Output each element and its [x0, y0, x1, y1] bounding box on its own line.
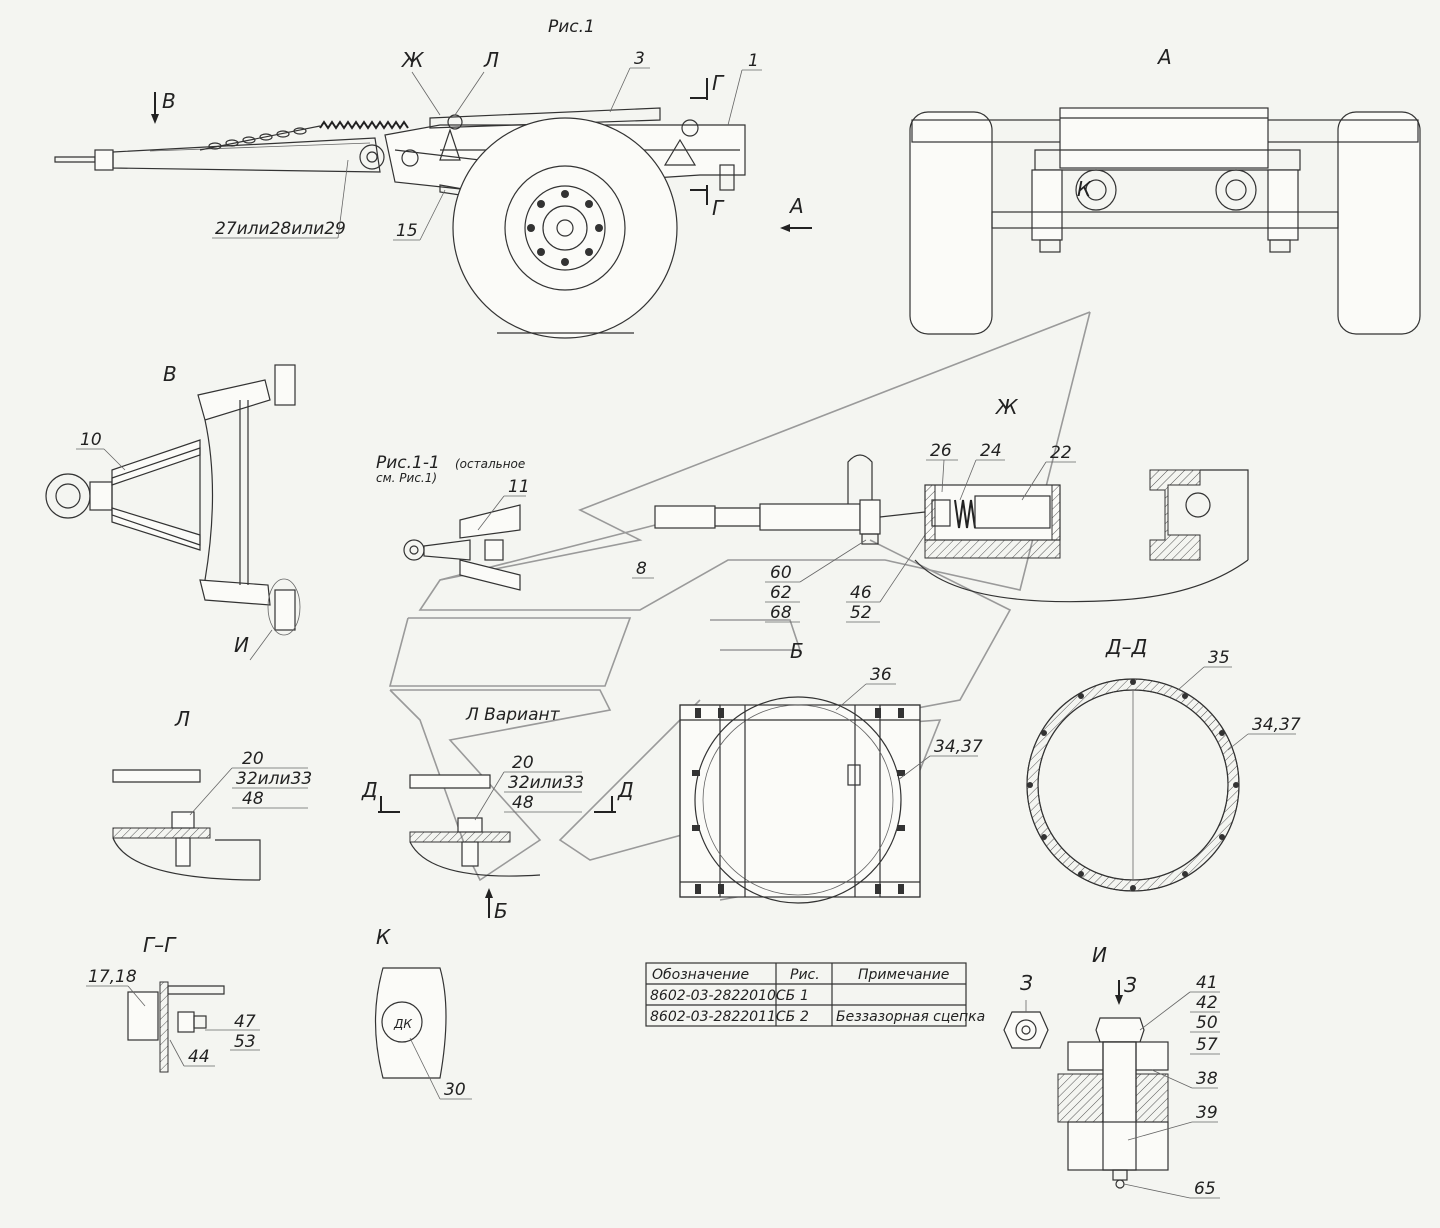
view-a-rear: А К	[909, 45, 1421, 335]
callout-3: 3	[634, 49, 645, 69]
callout-8: 8	[636, 559, 647, 579]
view-i-marker: И	[234, 633, 249, 657]
callout-24: 24	[980, 441, 1002, 461]
callout-44: 44	[188, 1047, 210, 1067]
marking-dk: ДК	[393, 1017, 412, 1031]
callout-3437-b: 34,37	[934, 737, 983, 757]
callout-42: 42	[1196, 993, 1218, 1013]
callout-15: 15	[396, 221, 418, 241]
section-g-bottom: Г	[712, 196, 725, 220]
callout-1: 1	[748, 51, 759, 71]
callout-60: 60	[770, 563, 792, 583]
callout-30: 30	[444, 1080, 466, 1100]
section-gg-title: Г–Г	[143, 933, 177, 957]
view-z-title: З	[1020, 971, 1033, 995]
side-view-trailer: Рис.1	[54, 17, 812, 339]
callout-1718: 17,18	[88, 967, 137, 987]
table-cell-r2-note: Беззазорная сцепка	[836, 1009, 985, 1025]
callout-20-lv: 20	[512, 753, 534, 773]
callout-46: 46	[850, 583, 872, 603]
table-cell-r1-fig: 1	[800, 988, 809, 1004]
view-k-marker: К	[1077, 177, 1092, 201]
callout-38: 38	[1196, 1069, 1218, 1089]
callout-62: 62	[770, 583, 792, 603]
subfigure-note-1: (остальное	[455, 457, 525, 471]
view-l-title: Л	[174, 707, 190, 731]
section-d-right: Д	[617, 778, 634, 802]
callout-48-l: 48	[242, 789, 264, 809]
view-v-marker: В	[162, 89, 176, 113]
subfigure-note-2: см. Рис.1)	[376, 471, 437, 485]
view-b-turntable: Б 36 34,37	[679, 639, 983, 904]
figure-title: Рис.1	[548, 17, 595, 37]
table-header-note: Примечание	[858, 967, 949, 983]
view-k-title: К	[376, 925, 391, 949]
view-a-title: А	[1156, 45, 1172, 69]
callout-22: 22	[1050, 443, 1072, 463]
view-v-title: В	[163, 362, 177, 386]
view-l-detail: Л 20 32или33 48	[112, 707, 312, 881]
callout-35: 35	[1208, 648, 1230, 668]
callout-26: 26	[930, 441, 952, 461]
table-header-fig: Рис.	[790, 967, 820, 983]
view-v-drawbar: В 10 И	[45, 362, 301, 661]
section-g-top: Г	[712, 71, 725, 95]
view-b-title: Б	[790, 639, 804, 663]
callout-36: 36	[870, 665, 892, 685]
callout-11: 11	[508, 477, 530, 497]
section-gg-detail: Г–Г 17,18 47 53 44	[86, 933, 260, 1073]
view-i-title: И	[1092, 943, 1107, 967]
view-dd-ring: Д–Д 35 34,37	[1026, 635, 1301, 892]
view-l-variant-detail: Л Вариант 20 32или33 48 Д Д Б	[361, 705, 634, 923]
section-d-left: Д	[361, 778, 378, 802]
fig-1-1-hitch: Рис.1-1 (остальное см. Рис.1) 11 8 60 62…	[376, 453, 936, 623]
callout-20-l: 20	[242, 749, 264, 769]
callout-3437-dd: 34,37	[1252, 715, 1301, 735]
table-header-designation: Обозначение	[652, 967, 749, 983]
view-k-detail: К ДК 30	[374, 925, 472, 1100]
view-z-nut: З	[1003, 971, 1049, 1049]
callout-47: 47	[234, 1012, 256, 1032]
view-l-marker: Л	[483, 48, 499, 72]
view-zh-marker: Ж	[400, 48, 425, 72]
callout-32-l: 32или33	[236, 769, 312, 789]
callout-32-lv: 32или33	[508, 773, 584, 793]
view-a-marker: А	[788, 194, 804, 218]
specification-table: Обозначение Рис. Примечание 8602-03-2822…	[645, 962, 985, 1027]
callout-52: 52	[850, 603, 872, 623]
subfigure-title: Рис.1-1	[376, 453, 440, 473]
callout-68: 68	[770, 603, 792, 623]
ring-bolts	[1027, 679, 1239, 891]
view-i-pin: И З 41 42 50 57 38 39 65	[1057, 943, 1220, 1199]
callout-50: 50	[1196, 1013, 1218, 1033]
callout-41: 41	[1196, 973, 1218, 993]
table-cell-r2-fig: 2	[800, 1009, 809, 1025]
callout-10: 10	[80, 430, 102, 450]
callout-48-lv: 48	[512, 793, 534, 813]
view-zh-detail: Ж 26 24 22	[914, 395, 1249, 603]
table-cell-r2-designation: 8602-03-2822011СБ	[650, 1009, 795, 1025]
view-zh-title: Ж	[994, 395, 1019, 419]
callout-27: 27или28или29	[215, 219, 346, 239]
view-z-marker: З	[1124, 973, 1137, 997]
view-l-variant-title: Л Вариант	[465, 705, 561, 725]
view-b-marker: Б	[494, 899, 508, 923]
callout-53: 53	[234, 1032, 256, 1052]
chain	[208, 127, 307, 150]
callout-39: 39	[1196, 1103, 1218, 1123]
callout-65: 65	[1194, 1179, 1216, 1199]
section-dd-title: Д–Д	[1105, 635, 1147, 659]
table-cell-r1-designation: 8602-03-2822010СБ	[650, 988, 795, 1004]
callout-57: 57	[1196, 1035, 1218, 1055]
turntable-bolts	[692, 708, 905, 894]
